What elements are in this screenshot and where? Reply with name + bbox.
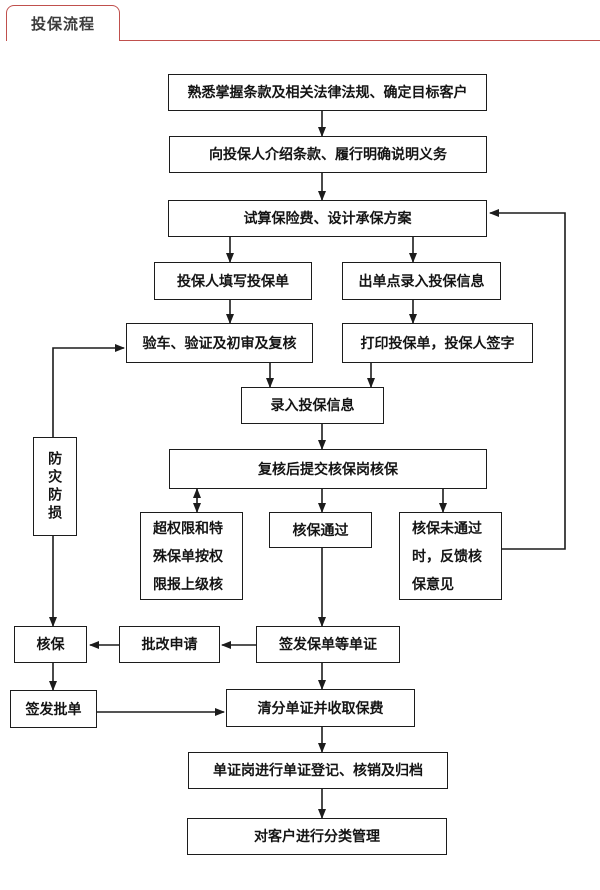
node-not-approved: 核保未通过 时，反馈核 保意见 xyxy=(399,512,502,600)
node-fill-form: 投保人填写投保单 xyxy=(154,262,312,300)
tab-underline xyxy=(119,39,600,41)
node-study-terms: 熟悉掌握条款及相关法律法规、确定目标客户 xyxy=(168,74,487,111)
node-print-sign: 打印投保单，投保人签字 xyxy=(342,323,533,363)
node-submit-review: 复核后提交核保岗核保 xyxy=(169,449,487,489)
node-input-info: 录入投保信息 xyxy=(241,387,384,424)
node-classify-customers: 对客户进行分类管理 xyxy=(187,818,447,855)
tab-insurance-process[interactable]: 投保流程 xyxy=(6,5,120,41)
node-approved: 核保通过 xyxy=(269,512,372,548)
node-calc-premium: 试算保险费、设计承保方案 xyxy=(168,200,487,237)
connector-notapproved-feedback-to-calc xyxy=(489,209,566,550)
node-register-archive: 单证岗进行单证登记、核销及归档 xyxy=(188,752,448,789)
node-prevention: 防灾防损 xyxy=(33,437,77,536)
node-over-authority: 超权限和特 殊保单按权 限报上级核 xyxy=(140,512,243,600)
node-endorse-apply: 批改申请 xyxy=(119,626,220,663)
node-introduce-terms: 向投保人介绍条款、履行明确说明义务 xyxy=(169,136,487,173)
tab-label: 投保流程 xyxy=(30,16,95,33)
node-underwrite: 核保 xyxy=(14,626,87,663)
node-entry-point-input: 出单点录入投保信息 xyxy=(342,262,501,300)
node-issue-policy: 签发保单等单证 xyxy=(256,626,400,663)
node-issue-endorsement: 签发批单 xyxy=(10,690,97,728)
node-sort-collect: 清分单证并收取保费 xyxy=(226,689,415,727)
node-inspect-verify: 验车、验证及初审及复核 xyxy=(126,323,313,363)
connector-prevention-to-inspect xyxy=(52,344,125,437)
